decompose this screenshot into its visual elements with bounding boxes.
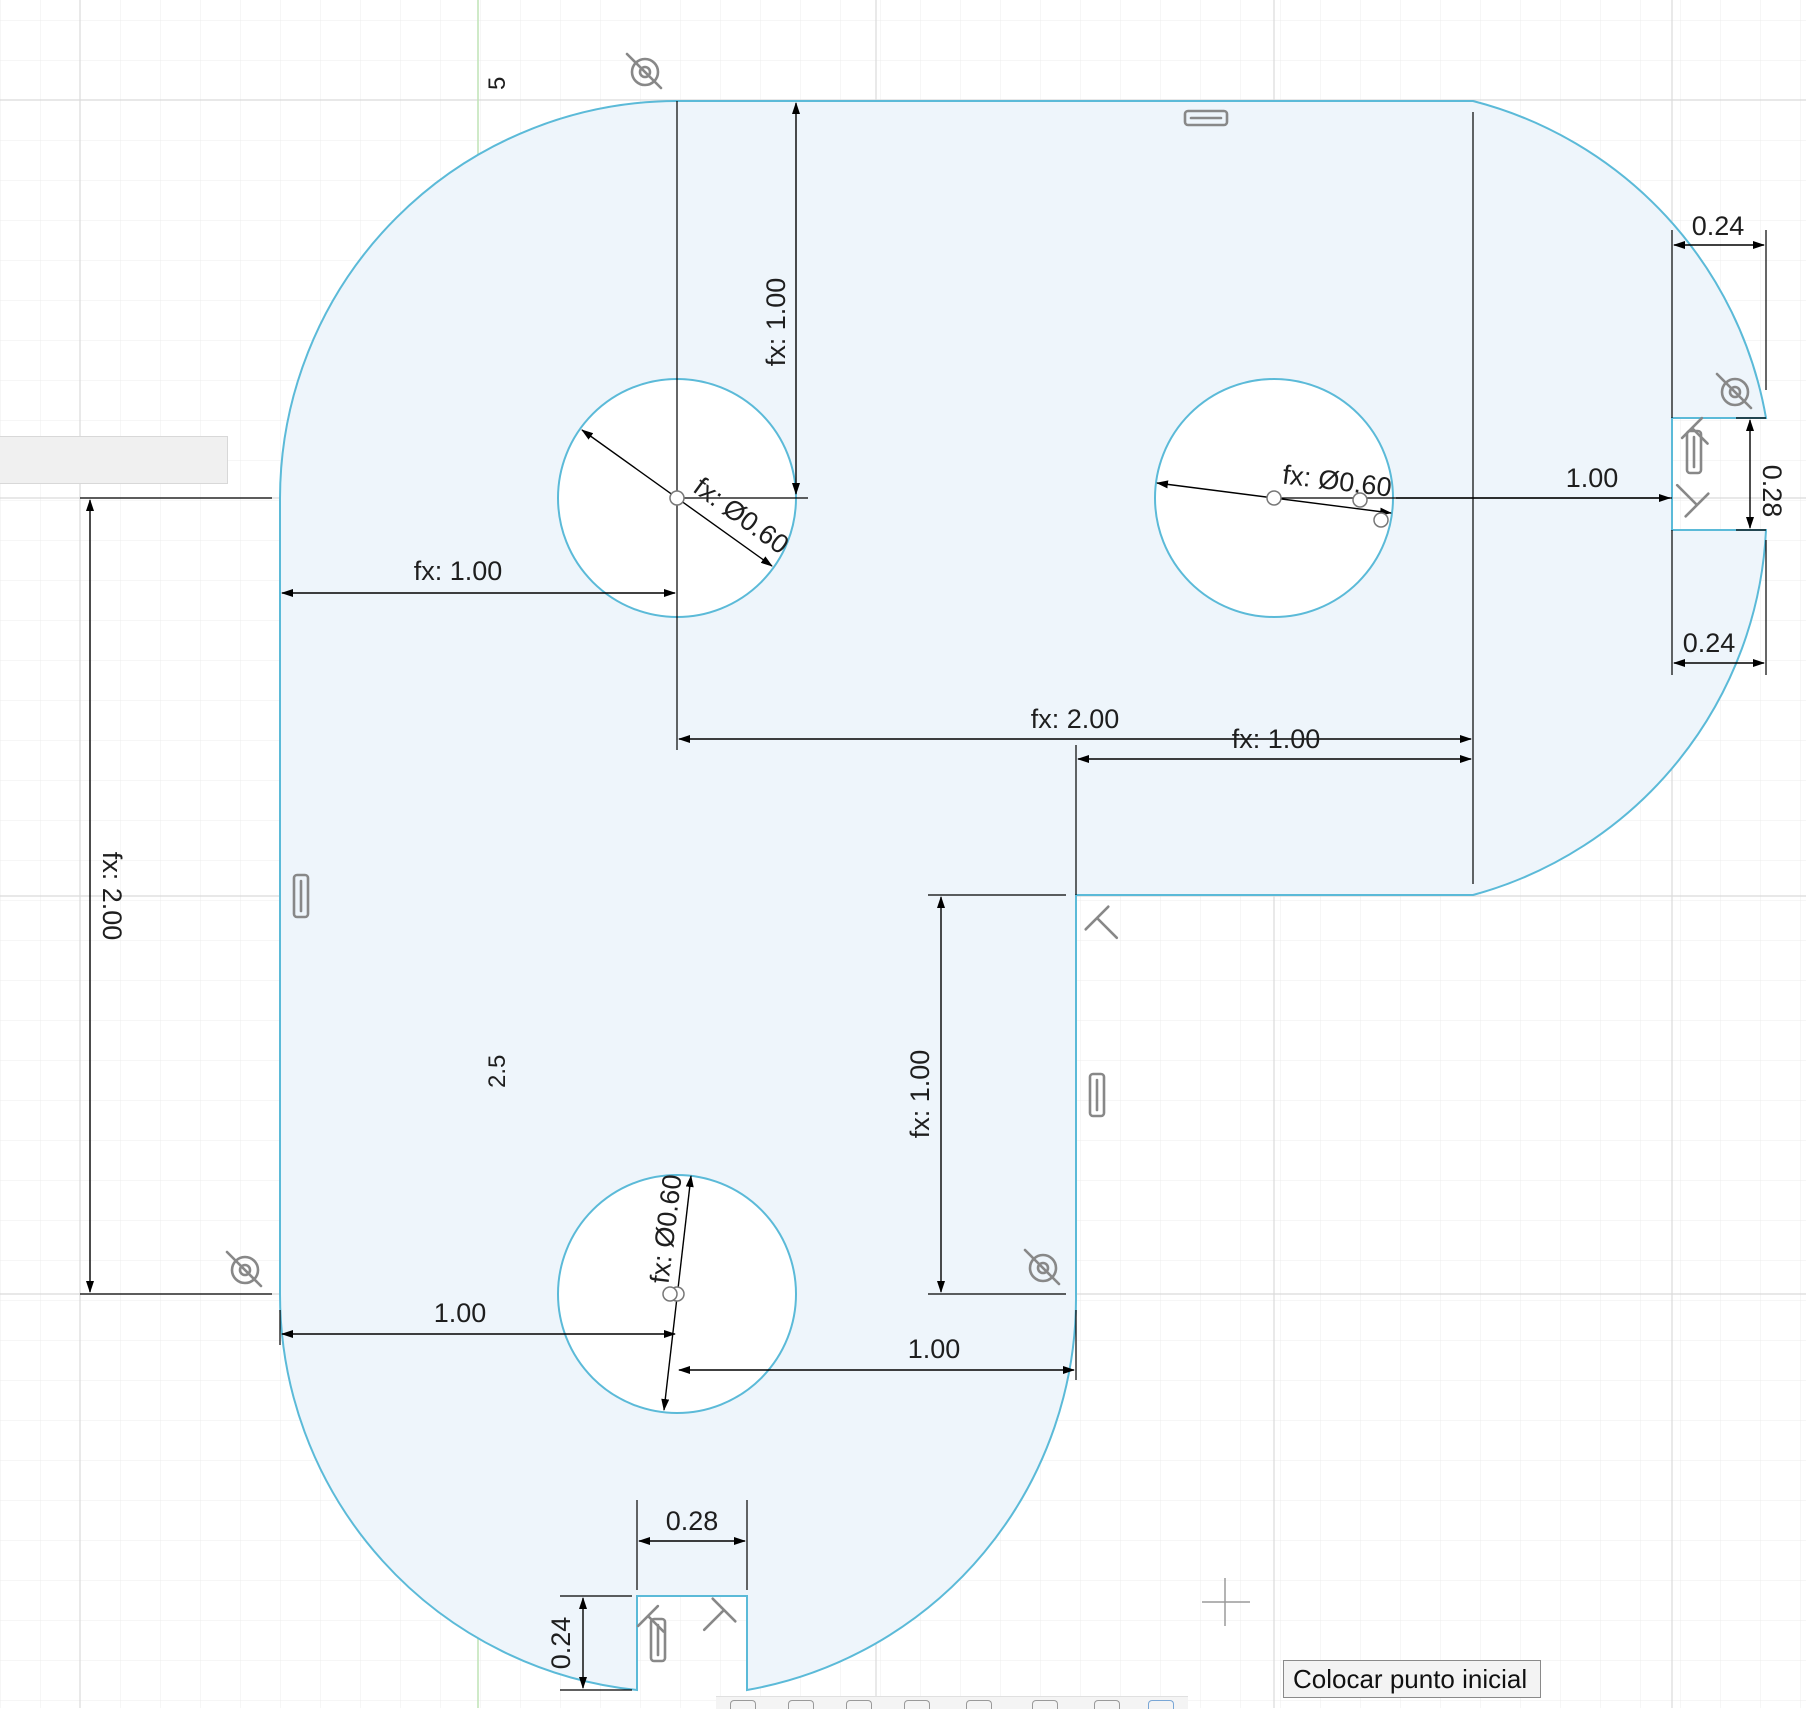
center-point-top-right[interactable] [1266, 490, 1282, 506]
perpendicular-constraint-icon[interactable] [1680, 416, 1717, 453]
dim-text-bottom-right[interactable]: 1.00 [908, 1334, 961, 1364]
toolbar-tool-icon[interactable] [966, 1700, 992, 1709]
dim-text-bottom-left[interactable]: 1.00 [434, 1298, 487, 1328]
cursor-tooltip: Colocar punto inicial [1283, 1660, 1541, 1698]
dim-text-inner-vertical[interactable]: fx: 1.00 [905, 1050, 935, 1139]
handle-point-bottom[interactable] [662, 1286, 678, 1302]
dim-text-slot-bottom-depth[interactable]: 0.24 [546, 1617, 576, 1670]
dim-text-slot-right-top[interactable]: 0.24 [1692, 211, 1745, 241]
dim-text-slot-right-bottom[interactable]: 0.24 [1683, 628, 1736, 658]
toolbar-tool-icon[interactable] [846, 1700, 872, 1709]
toolbar-tool-icon[interactable] [730, 1700, 756, 1709]
parallel-constraint-icon[interactable] [649, 1617, 667, 1663]
axis-label-top: 5 [484, 77, 511, 90]
tangent-constraint-icon[interactable] [1023, 1248, 1061, 1286]
dim-text-top-vertical[interactable]: fx: 1.00 [761, 278, 791, 367]
bottom-toolbar[interactable] [716, 1696, 1188, 1709]
dim-text-slot-bottom-width[interactable]: 0.28 [666, 1506, 719, 1536]
dim-text-left-horizontal[interactable]: fx: 1.00 [414, 556, 503, 586]
toolbar-tool-icon[interactable] [1094, 1700, 1120, 1709]
dim-text-left-vertical[interactable]: fx: 2.00 [97, 852, 127, 941]
handle-point-top-right-2[interactable] [1373, 512, 1389, 528]
perpendicular-constraint-icon[interactable] [1084, 905, 1128, 949]
perpendicular-constraint-icon[interactable] [693, 1597, 737, 1641]
perpendicular-constraint-icon[interactable] [1666, 474, 1710, 518]
toolbar-tool-icon[interactable] [1148, 1700, 1174, 1709]
parallel-constraint-icon[interactable] [1088, 1072, 1106, 1118]
parallel-constraint-icon[interactable] [292, 873, 310, 919]
handle-point-top-right[interactable] [1352, 492, 1368, 508]
tangent-constraint-icon[interactable] [1715, 372, 1753, 410]
dim-text-center-short[interactable]: fx: 1.00 [1232, 724, 1321, 754]
dim-text-center-long[interactable]: fx: 2.00 [1031, 704, 1120, 734]
parallel-constraint-icon[interactable] [1183, 109, 1229, 127]
center-point-top-left[interactable] [669, 490, 685, 506]
dim-text-slot-right-height[interactable]: 0.28 [1757, 465, 1787, 518]
constraint-glyphs [225, 52, 1753, 1663]
axis-label-middle: 2.5 [484, 1055, 511, 1088]
center-points[interactable] [662, 490, 1389, 1302]
crosshair-cursor-icon [1202, 1578, 1250, 1626]
toolbar-tool-icon[interactable] [904, 1700, 930, 1709]
toolbar-tool-icon[interactable] [1032, 1700, 1058, 1709]
side-panel-stub[interactable] [0, 436, 228, 484]
tangent-constraint-icon[interactable] [625, 52, 663, 90]
toolbar-tool-icon[interactable] [788, 1700, 814, 1709]
dim-text-right-horizontal[interactable]: 1.00 [1566, 463, 1619, 493]
perpendicular-constraint-icon[interactable] [636, 1604, 673, 1641]
tangent-constraint-icon[interactable] [225, 1250, 263, 1288]
